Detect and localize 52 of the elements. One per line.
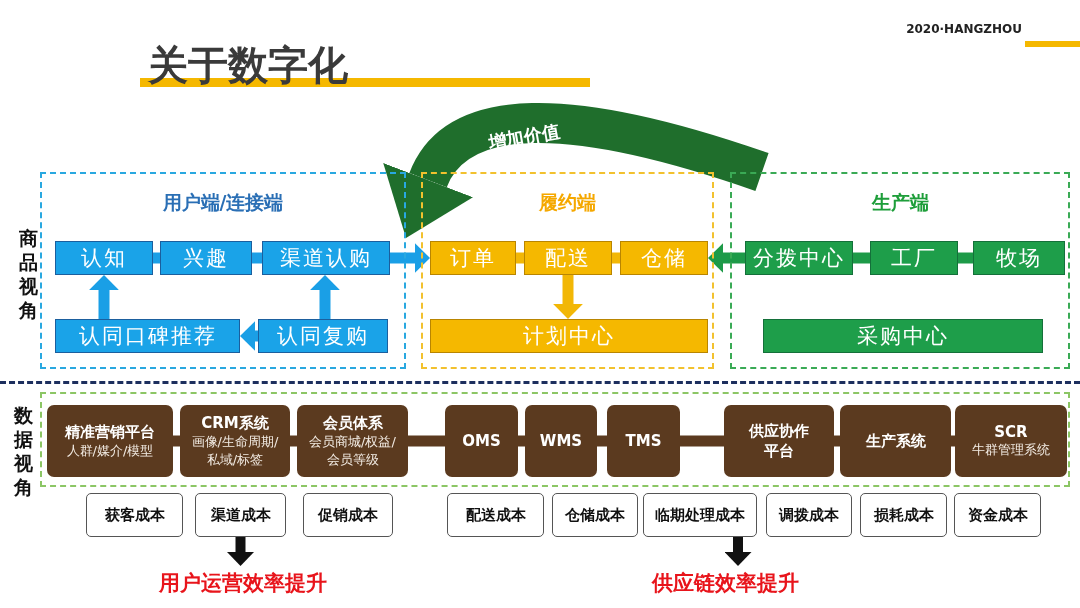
- cost-box: 资金成本: [954, 493, 1041, 537]
- cost-box: 配送成本: [447, 493, 544, 537]
- process-box: 认同口碑推荐: [55, 319, 240, 353]
- box-subtitle: 会员商城/权益/会员等级: [308, 432, 397, 469]
- process-box: 牧场: [973, 241, 1065, 275]
- system-box: TMS: [607, 405, 680, 477]
- group-heading: 生产端: [870, 190, 930, 215]
- system-box: [180, 405, 290, 477]
- process-box: 兴趣: [160, 241, 252, 275]
- process-box: 订单: [430, 241, 516, 275]
- system-box: OMS: [445, 405, 518, 477]
- box-title: CRM系统: [201, 413, 269, 433]
- group-frame: [40, 392, 1070, 487]
- result-text: 用户运营效率提升: [148, 566, 338, 600]
- process-box: 工厂: [870, 241, 958, 275]
- process-box: 认知: [55, 241, 153, 275]
- box-subtitle: 牛群管理系统: [972, 441, 1050, 459]
- process-box: 计划中心: [430, 319, 708, 353]
- process-box: 认同复购: [258, 319, 388, 353]
- cost-box: 促销成本: [303, 493, 393, 537]
- cost-box: 损耗成本: [860, 493, 947, 537]
- process-box: 配送: [524, 241, 612, 275]
- system-box: [297, 405, 408, 477]
- system-box: 供应协作平台: [724, 405, 834, 477]
- process-box: 渠道认购: [262, 241, 390, 275]
- cost-box: 调拨成本: [766, 493, 852, 537]
- box-title: 会员体系: [322, 413, 383, 433]
- system-box: 生产系统: [840, 405, 951, 477]
- cost-box: 获客成本: [86, 493, 183, 537]
- system-box: WMS: [525, 405, 597, 477]
- group-frame: [421, 172, 714, 369]
- cost-box: 渠道成本: [195, 493, 286, 537]
- box-title: 精准营销平台: [65, 422, 155, 442]
- page-title: 关于数字化: [148, 41, 348, 90]
- box-title: SCR: [994, 423, 1028, 441]
- group-frame: [730, 172, 1070, 369]
- side-label: 商品视角: [17, 226, 39, 322]
- cost-box: 仓储成本: [552, 493, 638, 537]
- system-box: [955, 405, 1067, 477]
- process-box: 分拨中心: [745, 241, 853, 275]
- date-label: 2020·HANGZHOU: [905, 22, 1022, 36]
- group-heading: 履约端: [538, 190, 597, 215]
- process-box: 仓储: [620, 241, 708, 275]
- process-box: 采购中心: [763, 319, 1043, 353]
- system-box: [47, 405, 173, 477]
- cost-box: 临期处理成本: [643, 493, 757, 537]
- group-heading: 用户端/连接端: [161, 190, 285, 215]
- group-frame: [40, 172, 406, 369]
- box-subtitle: 画像/生命周期/私域/标签: [190, 432, 280, 469]
- box-subtitle: 人群/媒介/模型: [66, 441, 154, 460]
- result-text: 供应链效率提升: [640, 566, 810, 600]
- side-label: 数据视角: [12, 403, 34, 499]
